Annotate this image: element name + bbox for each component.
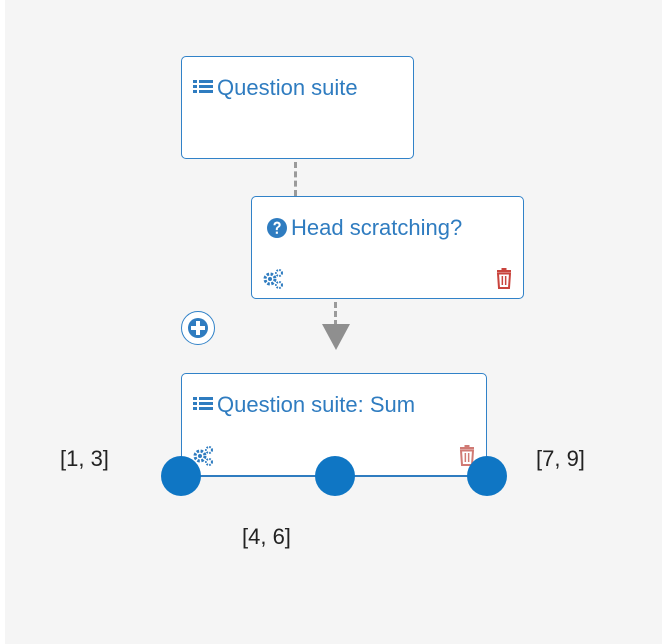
list-icon	[193, 397, 213, 410]
node-question[interactable]: Head scratching?	[251, 196, 524, 299]
range-label-right: [7, 9]	[536, 446, 585, 471]
node-title: Question suite: Sum	[217, 392, 416, 417]
list-icon	[193, 80, 213, 93]
add-step-button[interactable]	[181, 311, 215, 345]
connector-line	[334, 302, 337, 326]
node-title-row: Question suite	[192, 75, 358, 101]
flow-canvas: Question suite Head scratching?	[5, 0, 662, 644]
node-title-row: Head scratching?	[266, 215, 462, 241]
node-title: Question suite	[217, 75, 358, 100]
question-circle-icon	[267, 218, 287, 238]
range-label-middle: [4, 6]	[242, 524, 291, 549]
gears-icon[interactable]	[262, 267, 284, 289]
node-title-row: Question suite: Sum	[192, 392, 415, 418]
range-handle-middle[interactable]	[315, 456, 355, 496]
trash-icon[interactable]	[493, 267, 515, 289]
range-label-left: [1, 3]	[60, 446, 109, 471]
gears-icon[interactable]	[192, 444, 214, 466]
arrow-down-icon	[322, 324, 350, 350]
node-question-suite[interactable]: Question suite	[181, 56, 414, 159]
node-title: Head scratching?	[291, 215, 463, 240]
range-handle-right[interactable]	[467, 456, 507, 496]
plus-circle-icon	[188, 318, 208, 338]
range-handle-left[interactable]	[161, 456, 201, 496]
connector-line	[294, 162, 297, 196]
